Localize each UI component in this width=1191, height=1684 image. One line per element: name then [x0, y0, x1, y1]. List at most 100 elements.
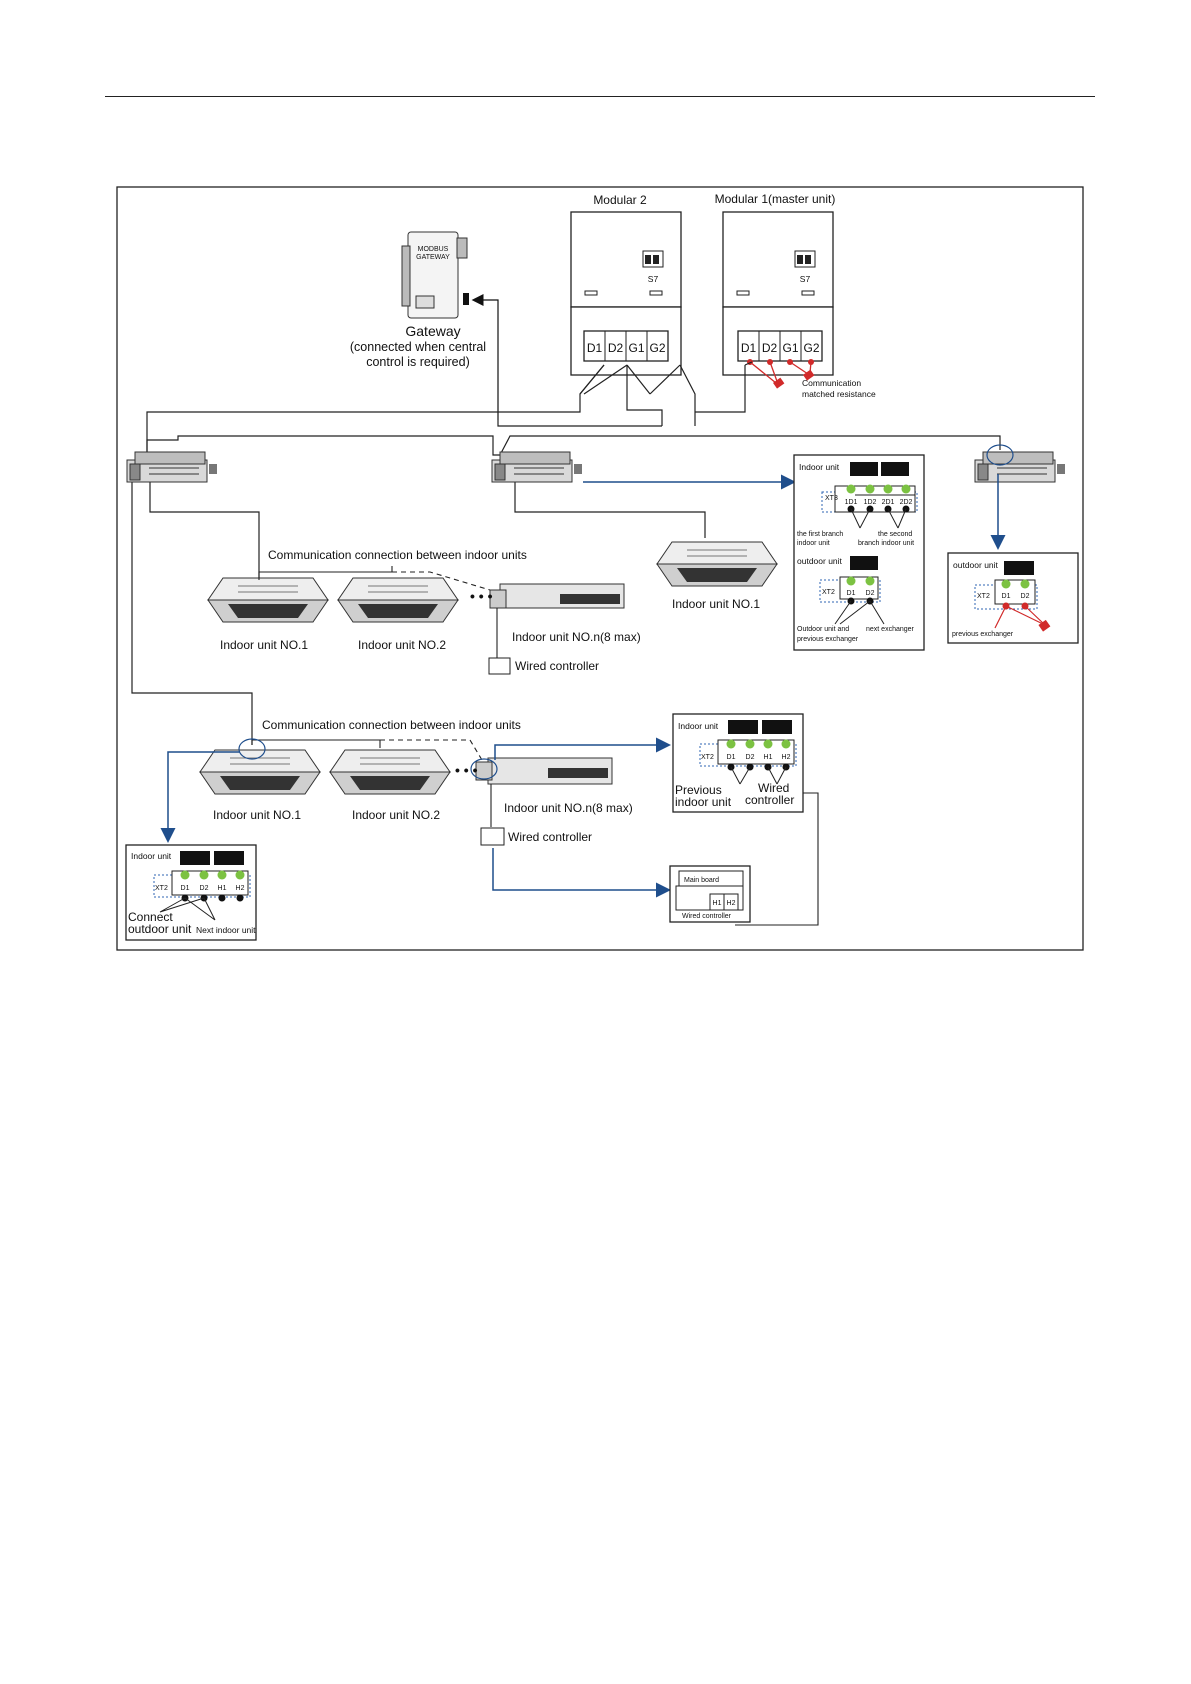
highlight-ring-section2-unitn: [470, 758, 498, 780]
diagram-label: Wired: [758, 781, 789, 795]
gateway-note-1: (connected when central: [350, 340, 486, 354]
section1-unit1-label: Indoor unit NO.1: [220, 638, 308, 652]
section1-wired-controller: [488, 657, 511, 675]
diagram-label: controller: [745, 793, 794, 807]
diagram-label: XT2: [822, 589, 835, 596]
diagram-label: G1: [782, 341, 798, 355]
terminal-g2: G2: [649, 341, 665, 355]
arrow-to-mid-indoor-box: [494, 737, 671, 760]
modular-1-terminal-block: D1 D2 G1 G2: [737, 330, 823, 362]
terminal-d2: D2: [608, 341, 624, 355]
section1-comm-label: Communication connection between indoor …: [268, 548, 527, 562]
modular-2-terminal-block: D1 D2 G1 G2: [583, 330, 669, 362]
diagram-label: outdoor unit: [797, 556, 843, 566]
box-indoor-left: Indoor unit XT2 D1 D2 H1 H2 Connect outd…: [125, 844, 257, 941]
section1-wired-label: Wired controller: [515, 659, 599, 673]
indoor-duct-unit-left: [126, 451, 218, 483]
section2-wired-controller: [480, 827, 505, 846]
diagram-label: previous exchanger: [952, 631, 1014, 638]
section2-unitn-label: Indoor unit NO.n(8 max): [504, 801, 633, 815]
diagram-label: MODBUS: [418, 246, 449, 253]
indoor-duct-unit-middle: [491, 451, 583, 483]
modular-2-label: Modular 2: [593, 193, 647, 207]
diagram-label: D2: [762, 341, 778, 355]
modular-1-label: Modular 1(master unit): [715, 192, 836, 206]
diagram-label: XT3: [825, 495, 838, 502]
box-indoor-mid: Indoor unit XT2 D1 D2 H1 H2 Previous ind…: [672, 713, 804, 813]
gateway-connection-wire: [471, 294, 499, 420]
diagram-label: H1: [218, 885, 227, 892]
diagram-label: H2: [727, 900, 736, 907]
diagram-label: Indoor unit: [678, 721, 719, 731]
box-main-board: Main board H1 H2 Wired controller: [669, 865, 751, 923]
highlight-ring-section2-unit1: [238, 738, 266, 760]
diagram-label: Indoor unit: [131, 851, 172, 861]
gateway-label: Gateway: [405, 323, 460, 339]
modular-2-switch-label: S7: [648, 274, 659, 284]
diagram-label: Previous: [675, 783, 722, 797]
diagram-label: H2: [782, 754, 791, 761]
branch-indoor-unit-1: [656, 541, 778, 587]
diagram-label: indoor unit: [797, 540, 830, 547]
diagram-label: outdoor unit: [953, 560, 999, 570]
diagram-label: indoor unit: [675, 795, 732, 809]
diagram-label: H2: [236, 885, 245, 892]
diagram-label: D2: [200, 885, 209, 892]
terminal-d1: D1: [587, 341, 603, 355]
section2-unit2-label: Indoor unit NO.2: [352, 808, 440, 822]
diagram-label: 2D2: [900, 499, 913, 506]
diagram-label: Connect: [128, 910, 173, 924]
section1-indoor-unit-n: [489, 583, 625, 609]
box-indoor-branch: Indoor unit XT3 1D1 1D2 2D1 2D2 the firs…: [793, 454, 925, 651]
diagram-label: Next indoor unit: [196, 925, 256, 935]
main-bus-wires: [131, 361, 1001, 745]
section2-wired-label: Wired controller: [508, 830, 592, 844]
arrow-to-main-board-box: [492, 848, 671, 898]
diagram-label: D2: [746, 754, 755, 761]
gateway-note-2: control is required): [366, 355, 470, 369]
diagram-label: H1: [713, 900, 722, 907]
diagram-label: branch indoor unit: [858, 540, 914, 547]
diagram-label: XT2: [155, 885, 168, 892]
terminal-g1: G1: [628, 341, 644, 355]
section1-indoor-unit-1: [207, 577, 329, 623]
section2-comm-label: Communication connection between indoor …: [262, 718, 521, 732]
diagram-label: outdoor unit: [128, 922, 192, 936]
section1-ellipsis-dots: • • •: [470, 588, 493, 604]
highlight-ring-right: [986, 444, 1014, 466]
modular-1-switch-label: S7: [800, 274, 811, 284]
box-outdoor-right: outdoor unit XT2 D1 D2 previous exchange…: [947, 552, 1079, 644]
diagram-label: 2D1: [882, 499, 895, 506]
section1-unitn-label: Indoor unit NO.n(8 max): [512, 630, 641, 644]
resistance-label-1: Communication: [802, 378, 861, 388]
resistance-label-2: matched resistance: [802, 389, 876, 399]
diagram-label: D1: [1002, 593, 1011, 600]
modular-1-master-unit: Modular 1(master unit) S7 D1 D2 G1 G2: [715, 192, 876, 399]
diagram-label: previous exchanger: [797, 636, 859, 643]
diagram-label: D2: [1021, 593, 1030, 600]
section1-unit2-label: Indoor unit NO.2: [358, 638, 446, 652]
gateway-device: MODBUS GATEWAY Gateway (connected when c…: [350, 231, 486, 369]
section2-unit1-label: Indoor unit NO.1: [213, 808, 301, 822]
diagram-label: GATEWAY: [416, 254, 450, 261]
diagram-label: 1D1: [845, 499, 858, 506]
diagram-label: Indoor unit: [799, 462, 840, 472]
diagram-label: D1: [847, 590, 856, 597]
indoor-duct-unit-right: [974, 451, 1066, 483]
diagram-label: H1: [764, 754, 773, 761]
diagram-label: 1D2: [864, 499, 877, 506]
diagram-label: the second: [878, 531, 912, 538]
diagram-label: G2: [803, 341, 819, 355]
diagram-frame: [116, 186, 1084, 951]
section2-indoor-unit-n: [475, 757, 613, 785]
diagram-label: D2: [866, 590, 875, 597]
diagram-label: D1: [727, 754, 736, 761]
diagram-label: the first branch: [797, 531, 843, 538]
section2-indoor-unit-2: [329, 749, 451, 795]
branch-unit-label: Indoor unit NO.1: [672, 597, 760, 611]
diagram-label: D1: [181, 885, 190, 892]
diagram-label: Main board: [684, 877, 719, 884]
section1-indoor-unit-2: [337, 577, 459, 623]
diagram-label: XT2: [977, 593, 990, 600]
